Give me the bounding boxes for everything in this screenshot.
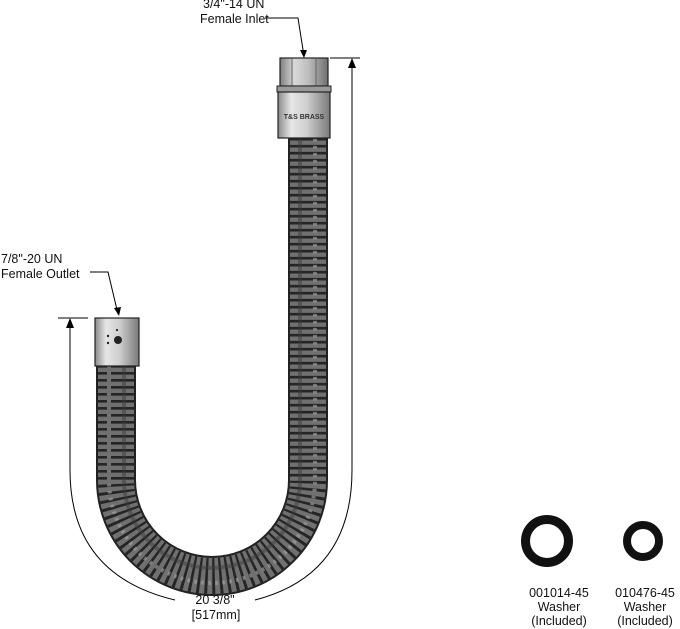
- washer-small-ring: [623, 521, 663, 561]
- washer-large: [521, 515, 573, 567]
- length-dimension: [58, 57, 360, 601]
- washer-small: [623, 521, 663, 561]
- inlet-fitting: T&S BRASS: [276, 57, 332, 139]
- inlet-label-line1: 3/4"-14 UN: [203, 0, 264, 11]
- hose-shadow: [122, 138, 302, 570]
- outlet-label-line1: 7/8"-20 UN: [1, 252, 62, 266]
- inlet-nut: [279, 57, 329, 87]
- length-imperial: 20 3/8": [195, 593, 234, 607]
- hose-ribs: [98, 138, 326, 594]
- outlet-fitting: [94, 317, 140, 367]
- outlet-label-line2: Female Outlet: [1, 267, 80, 281]
- washer-large-part: 001014-45: [529, 586, 589, 600]
- washer-large-note: (Included): [531, 614, 587, 628]
- length-metric: [517mm]: [192, 608, 241, 622]
- outlet-leader: [90, 271, 119, 315]
- hose-body: [98, 138, 326, 594]
- outlet-mark-icon: [114, 336, 122, 344]
- washer-small-part: 010476-45: [615, 586, 675, 600]
- washer-large-name: Washer: [538, 600, 581, 614]
- inlet-collar: [276, 85, 332, 93]
- inlet-label-line2: Female Inlet: [200, 12, 269, 26]
- inlet-sleeve: [277, 91, 331, 139]
- washer-large-ring: [521, 515, 573, 567]
- hose: [96, 138, 328, 596]
- inlet-marking: T&S BRASS: [284, 114, 325, 121]
- inlet-leader: [265, 17, 305, 57]
- hose-outline: [96, 138, 328, 596]
- washer-small-note: (Included): [617, 614, 673, 628]
- washer-small-name: Washer: [624, 600, 667, 614]
- leader-lines: [90, 17, 307, 316]
- dimension-arc: [69, 60, 353, 601]
